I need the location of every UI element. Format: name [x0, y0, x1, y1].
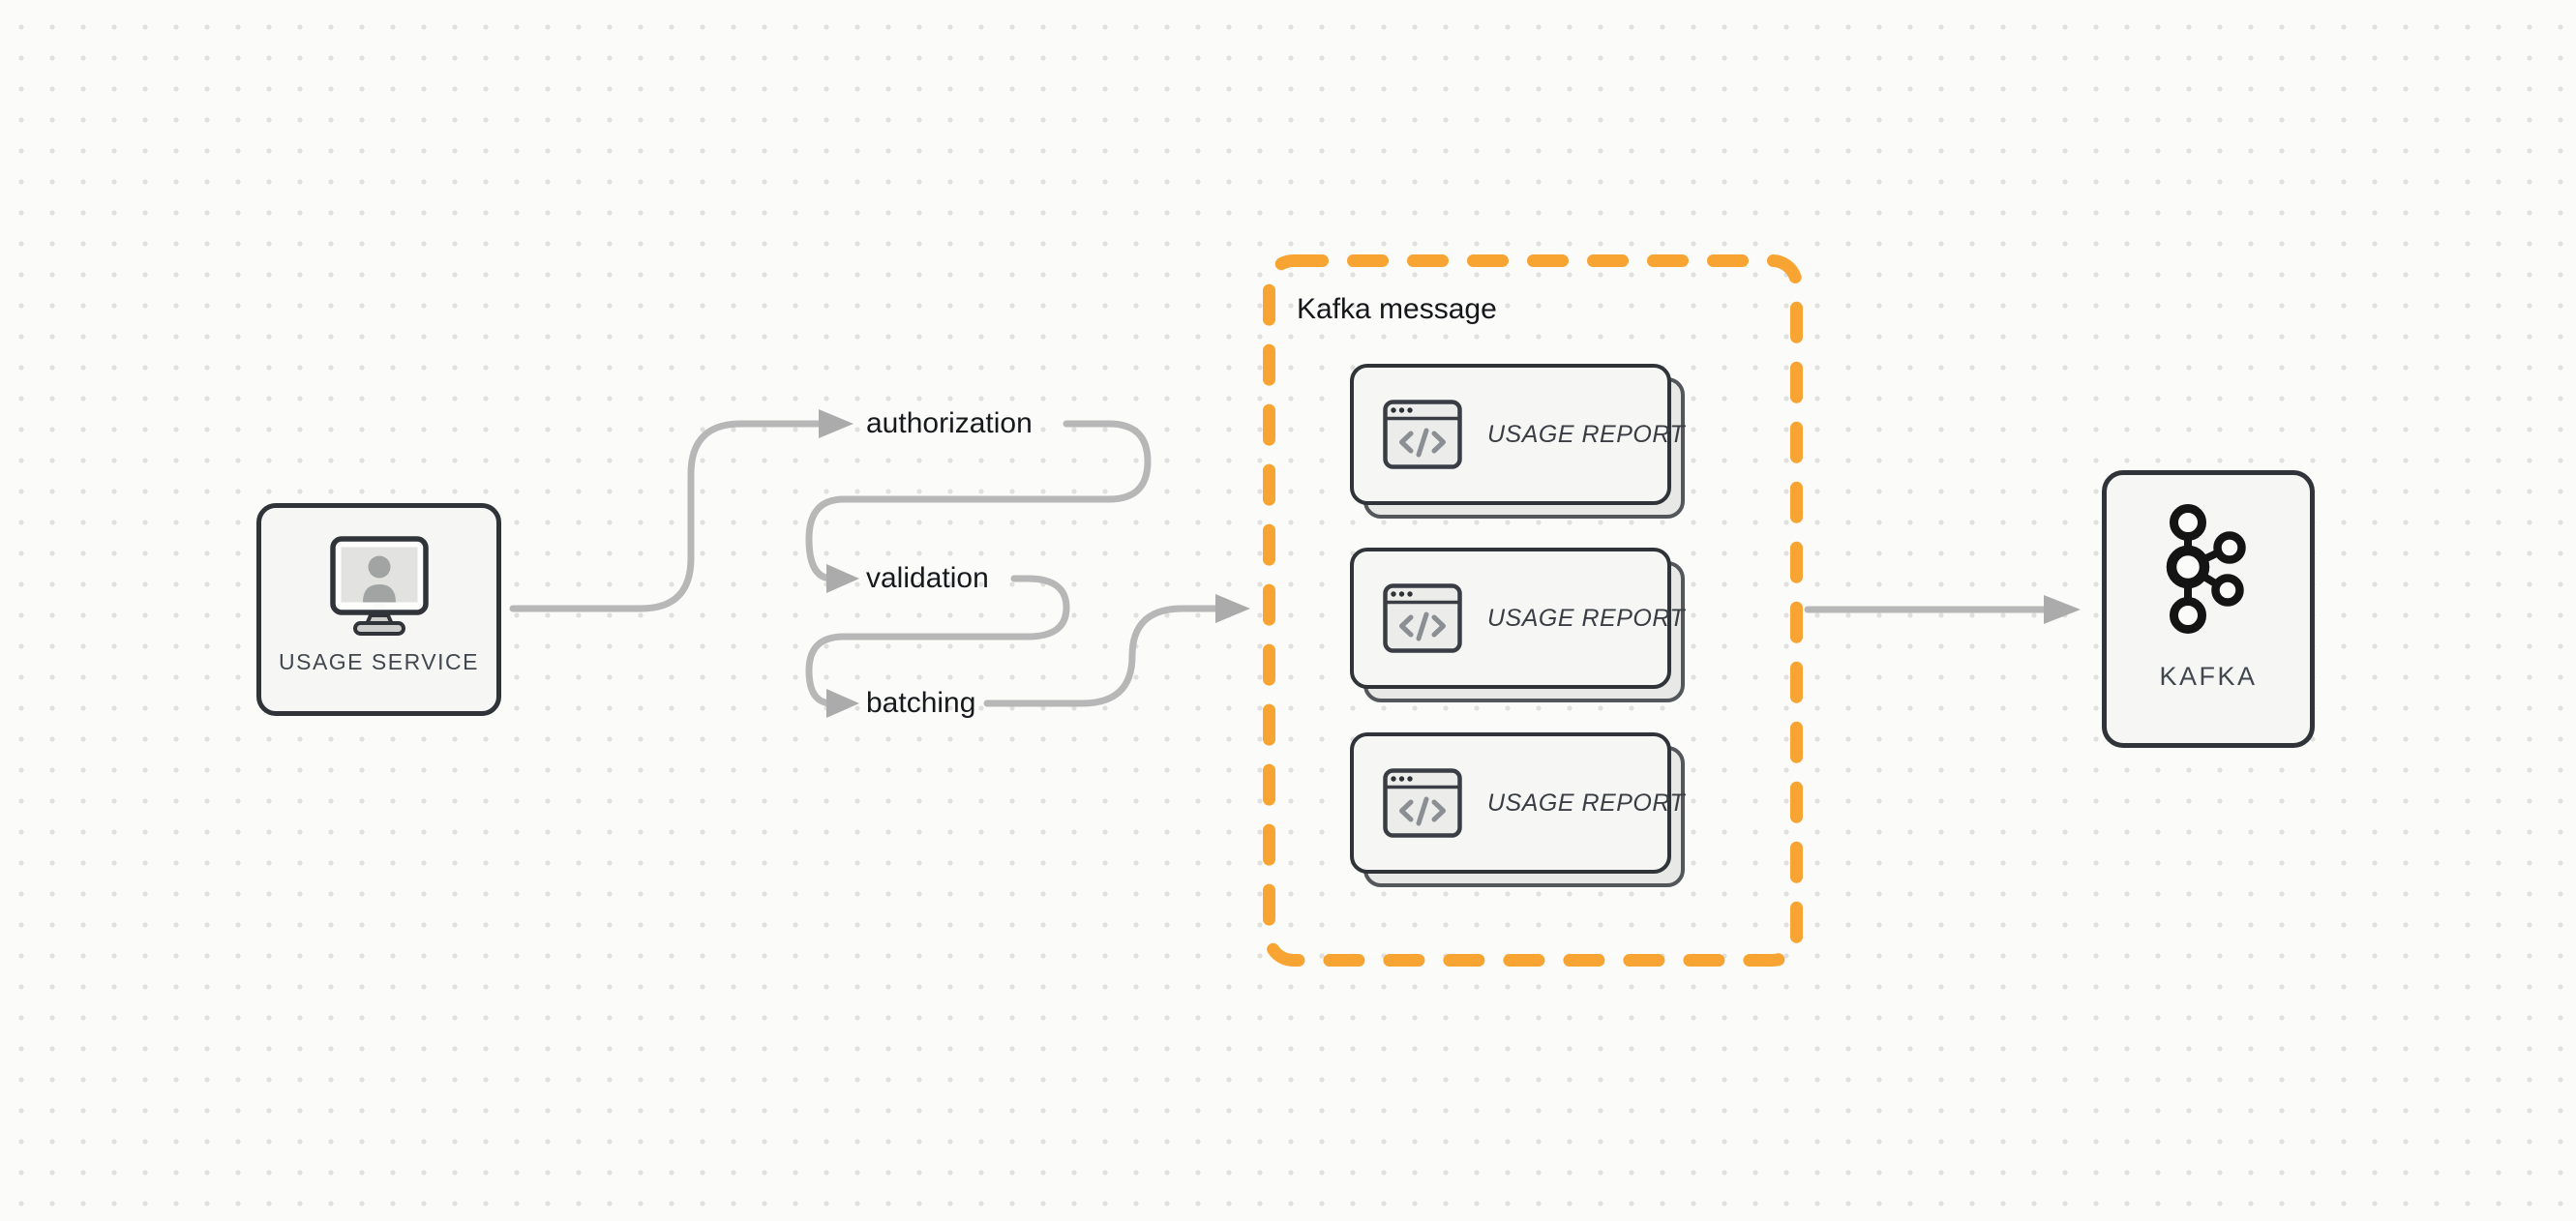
usage-report-card[interactable]: USAGE REPORT [1350, 364, 1685, 519]
kafka-logo-icon [2166, 501, 2251, 639]
usage-report-label: USAGE REPORT [1487, 420, 1686, 448]
step-authorization[interactable]: authorization [866, 407, 1033, 439]
usage-report-card[interactable]: USAGE REPORT [1350, 732, 1685, 887]
step-validation[interactable]: validation [866, 562, 989, 594]
usage-report-label: USAGE REPORT [1487, 789, 1686, 817]
usage-report-card[interactable]: USAGE REPORT [1350, 548, 1685, 702]
monitor-user-icon [329, 535, 430, 638]
kafka-message-title: Kafka message [1297, 293, 1497, 325]
dashed-group-border [1263, 254, 1803, 967]
code-window-icon [1383, 768, 1462, 838]
arrow-usage-to-authorization [509, 420, 824, 612]
arrowhead-validation [826, 564, 859, 593]
kafka-node[interactable]: KAFKA [2102, 470, 2315, 748]
code-window-icon [1383, 400, 1462, 469]
usage-service-label: USAGE SERVICE [279, 649, 479, 674]
arrowhead-kafka [2044, 595, 2081, 624]
code-window-icon [1383, 583, 1462, 653]
usage-report-label: USAGE REPORT [1487, 604, 1686, 632]
arrow-batching-to-kafka-message [983, 605, 1221, 707]
arrow-authorization-to-validation [805, 420, 1152, 582]
arrowhead-authorization [819, 409, 854, 438]
kafka-label: KAFKA [2159, 662, 2258, 691]
step-batching[interactable]: batching [866, 687, 976, 719]
arrowhead-batching [826, 689, 859, 718]
usage-service-node[interactable]: USAGE SERVICE [256, 503, 501, 716]
arrow-validation-to-batching [805, 575, 1070, 707]
arrowhead-kafka-message [1215, 594, 1250, 623]
kafka-message-group[interactable]: Kafka message USAGE REPORT [1263, 254, 1803, 967]
